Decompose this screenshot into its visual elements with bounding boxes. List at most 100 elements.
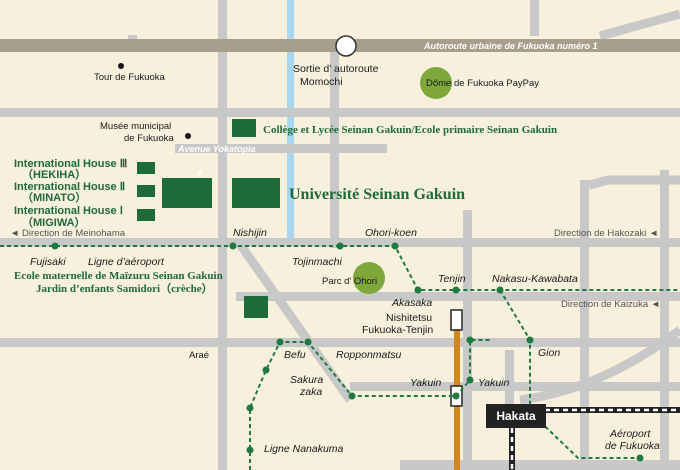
expressway-exit-label-line2: Momochi <box>300 76 343 88</box>
road-h-yokatopia <box>175 144 387 153</box>
international-house-1[interactable] <box>137 209 155 221</box>
road-h-south <box>0 338 680 347</box>
station-nanakuma-1[interactable] <box>262 366 270 374</box>
label-airport-line: Ligne d’aéroport <box>88 256 165 268</box>
label-airport-line1: Aéroport <box>609 428 651 440</box>
label-airport-line2: de Fukuoka <box>605 440 660 452</box>
station-nanakuma-3[interactable] <box>246 446 254 454</box>
label-yakuin-east: Yakuin <box>478 377 509 389</box>
park-label: Parc d’ Ohori <box>322 276 377 287</box>
expressway-label: Autoroute urbaine de Fukuoka numéro 1 <box>423 41 598 51</box>
label-tojinmachi: Tojinmachi <box>292 256 342 268</box>
station-nanakuma-2[interactable] <box>246 404 254 412</box>
direction-hakozaki: Direction de Hakozaki ◄ <box>554 228 658 239</box>
museum-marker <box>185 133 191 139</box>
station-ropponmatsu[interactable] <box>304 338 312 346</box>
house1-label-line2: （MIGIWA） <box>22 216 86 229</box>
kindergarten-building[interactable] <box>244 296 268 318</box>
international-house-2[interactable] <box>137 185 155 197</box>
nanakuma-line <box>249 339 492 470</box>
station-ohori-koen[interactable] <box>391 242 399 250</box>
church-cross-icon: ✝ <box>196 169 204 179</box>
direction-meinohama: ◄ Direction de Meinohama <box>10 228 126 239</box>
station-yakuin-east[interactable] <box>466 376 474 384</box>
label-yakuin-west: Yakuin <box>410 377 441 389</box>
house2-label-line1: International House Ⅱ <box>14 181 125 193</box>
road-v-south <box>505 350 514 410</box>
label-nishitetsu-line2: Fukuoka-Tenjin <box>362 324 433 336</box>
label-arae: Araé <box>189 350 209 361</box>
road-v-right <box>660 170 669 470</box>
station-tenjin[interactable] <box>452 286 460 294</box>
label-nakasu: Nakasu-Kawabata <box>492 273 578 285</box>
hakata-station[interactable] <box>486 404 546 428</box>
avenue-label: Avenue Yokatopia <box>177 144 256 154</box>
house2-label-line2: （MINATO） <box>22 191 86 204</box>
label-nishijin: Nishijin <box>233 227 267 239</box>
river <box>287 0 294 240</box>
station-befu[interactable] <box>276 338 284 346</box>
dome-label: Dôme de Fukuoka PayPay <box>426 78 539 89</box>
university-label: Université Seinan Gakuin <box>289 186 465 203</box>
airport-line <box>0 245 680 291</box>
ohori-park[interactable] <box>353 262 385 294</box>
station-tenjin-minami[interactable] <box>466 336 474 344</box>
station-yakuin-west[interactable] <box>452 392 460 400</box>
house3-label-line2: （HEKIHA） <box>22 168 86 181</box>
tower-label: Tour de Fukuoka <box>94 72 165 83</box>
kinder-label-line1: Ecole maternelle de Maïzuru Seinan Gakui… <box>14 270 223 282</box>
station-sakurazaka[interactable] <box>348 392 356 400</box>
expressway-exit-label-line1: Sortie d’ autoroute <box>293 63 379 75</box>
college-label: Collège et Lycée Seinan Gakuin/Ecole pri… <box>263 124 557 136</box>
label-nanakuma-line: Ligne Nanakuma <box>264 443 344 455</box>
label-tenjin: Tenjin <box>438 273 466 285</box>
label-fujisaki: Fujisaki <box>30 256 66 268</box>
international-house-3[interactable] <box>137 162 155 174</box>
station-akasaka[interactable] <box>414 286 422 294</box>
road-h-yakuin <box>350 382 680 391</box>
label-ropponmatsu: Ropponmatsu <box>336 349 402 361</box>
expressway-exit-marker <box>335 35 357 57</box>
station-fujisaki[interactable] <box>51 242 59 250</box>
house1-label-line1: International House Ⅰ <box>14 205 123 217</box>
label-akasaka: Akasaka <box>391 297 432 309</box>
paypay-dome[interactable] <box>420 67 452 99</box>
tower-marker <box>118 63 124 69</box>
hakata-label: Hakata <box>496 409 536 423</box>
road-d-hakata <box>519 326 680 405</box>
house3-label-line1: International House Ⅲ <box>14 158 127 170</box>
label-gion: Gion <box>538 347 560 359</box>
road-d-topright <box>598 9 680 41</box>
road-v-west <box>218 0 227 470</box>
road-d-east <box>587 175 680 190</box>
kinder-label-line2: Jardin d’enfants Samidori（crèche） <box>36 282 213 295</box>
church-building[interactable] <box>162 178 212 208</box>
label-sakurazaka-line2: zaka <box>299 386 322 398</box>
station-tojinmachi[interactable] <box>336 242 344 250</box>
label-ohori-koen: Ohori-koen <box>365 227 417 239</box>
nishitetsu-station-tenjin <box>450 309 463 331</box>
road-d-nishijin <box>233 237 354 403</box>
station-nishijin[interactable] <box>229 242 237 250</box>
road-h-museum <box>0 108 680 117</box>
college-building[interactable] <box>232 119 256 137</box>
kaizuka-branch <box>499 289 531 412</box>
jr-line <box>509 407 680 470</box>
station-airport[interactable] <box>636 454 644 462</box>
label-sakurazaka-line1: Sakura <box>290 374 323 386</box>
station-nakasu[interactable] <box>496 286 504 294</box>
museum-label-line2: de Fukuoka <box>124 133 174 144</box>
label-nishitetsu-line1: Nishitetsu <box>386 312 432 324</box>
university-building[interactable] <box>232 178 280 208</box>
museum-label-line1: Musée municipal <box>100 121 171 132</box>
road-h-meiji <box>236 292 680 301</box>
road-v-north <box>530 0 539 36</box>
direction-kaizuka: Direction de Kaizuka ◄ <box>561 299 660 310</box>
road-v-hakozaki <box>580 180 589 470</box>
label-befu: Befu <box>284 349 306 361</box>
station-gion[interactable] <box>526 336 534 344</box>
road-h-nishitetsu <box>400 460 680 470</box>
international-house-labels: International House Ⅲ （HEKIHA） Internati… <box>14 158 127 229</box>
